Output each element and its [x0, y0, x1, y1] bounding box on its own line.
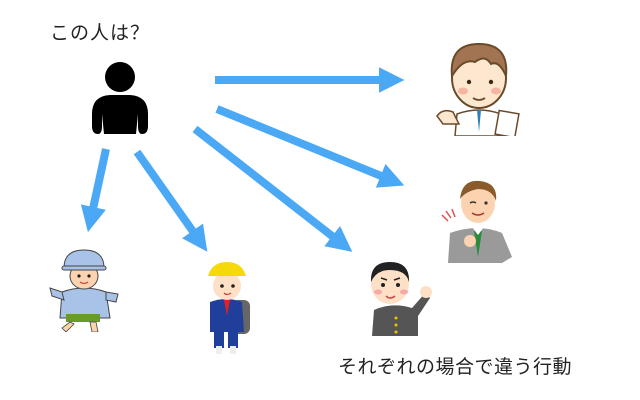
arrow-to-kindergartner	[80, 148, 110, 233]
arrow-to-elementary-student	[133, 149, 208, 252]
middle-school-student-icon	[370, 262, 432, 336]
person-icon	[92, 62, 148, 134]
doctor-icon	[436, 42, 520, 136]
diagram-caption: それぞれの場合で違う行動	[338, 356, 573, 378]
kindergartner-icon	[49, 249, 119, 332]
arrow-to-businessman	[215, 105, 405, 188]
diagram-title: この人は？	[50, 22, 151, 44]
arrow-to-student	[192, 125, 353, 252]
schoolboy-icon	[208, 262, 250, 354]
businessman-icon	[441, 180, 512, 263]
